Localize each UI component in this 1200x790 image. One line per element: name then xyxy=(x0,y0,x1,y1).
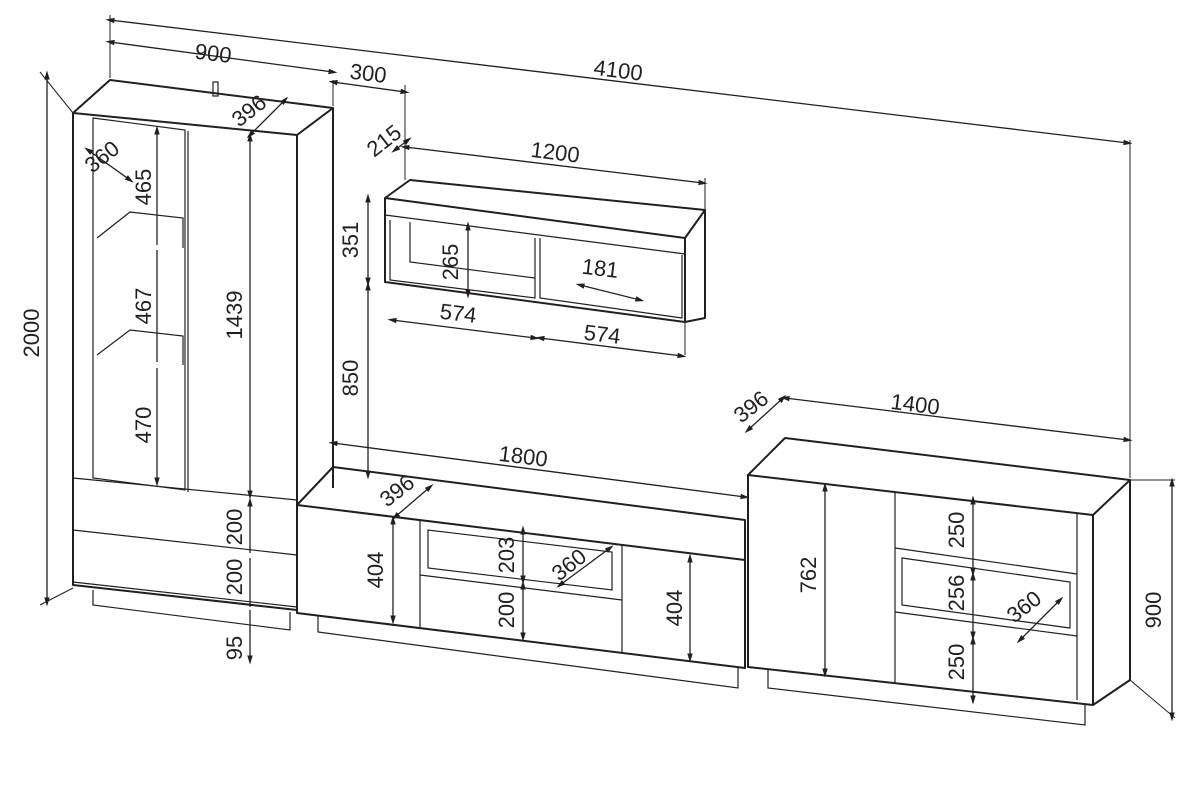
dim-tv-door1: 404 xyxy=(363,552,388,589)
dim-tall-height: 2000 xyxy=(19,309,44,358)
dim-tv-niche-depth: 360 xyxy=(547,544,591,586)
dim-side-door: 762 xyxy=(796,557,821,594)
dim-total-width: 4100 xyxy=(592,55,644,86)
dim-wall-cell2: 574 xyxy=(582,320,621,349)
dim-tv-niche: 203 xyxy=(494,537,519,574)
dim-tv-door2: 404 xyxy=(662,590,687,627)
dim-door-height: 1439 xyxy=(222,291,247,340)
dim-shelf1: 465 xyxy=(131,169,156,206)
dim-shelf2: 467 xyxy=(131,288,156,325)
dim-side-drawer1: 250 xyxy=(944,512,969,549)
dimension-labels: 900 300 4100 396 360 465 467 470 1439 20… xyxy=(19,39,1166,681)
dim-side-drawer2: 250 xyxy=(944,644,969,681)
dim-side-height: 900 xyxy=(1141,592,1166,629)
dim-wall-inner: 265 xyxy=(438,244,463,281)
dim-gap: 300 xyxy=(348,59,387,88)
dim-wall-depth: 215 xyxy=(362,120,406,162)
dim-plinth: 95 xyxy=(222,636,247,660)
dim-drawer2: 200 xyxy=(222,559,247,596)
dim-tv-width: 1800 xyxy=(497,441,549,472)
dim-shelf3: 470 xyxy=(131,407,156,444)
dim-wall-elevation: 850 xyxy=(338,360,363,397)
dim-side-width: 1400 xyxy=(889,389,941,420)
dim-side-niche: 256 xyxy=(944,575,969,612)
dim-wall-cell1: 574 xyxy=(438,299,477,328)
dim-drawer1: 200 xyxy=(222,509,247,546)
dim-side-depth: 396 xyxy=(729,386,773,428)
dim-wall-inner-depth: 181 xyxy=(580,254,619,283)
dim-tv-depth: 396 xyxy=(375,470,419,512)
dim-tall-width: 900 xyxy=(193,39,232,68)
dim-tv-drawer: 200 xyxy=(494,592,519,629)
dim-wall-width: 1200 xyxy=(529,137,581,168)
dim-wall-height: 351 xyxy=(338,222,363,259)
dim-side-niche-depth: 360 xyxy=(1002,586,1046,628)
wall-shelf xyxy=(384,179,706,323)
dimension-lines xyxy=(39,15,1176,722)
